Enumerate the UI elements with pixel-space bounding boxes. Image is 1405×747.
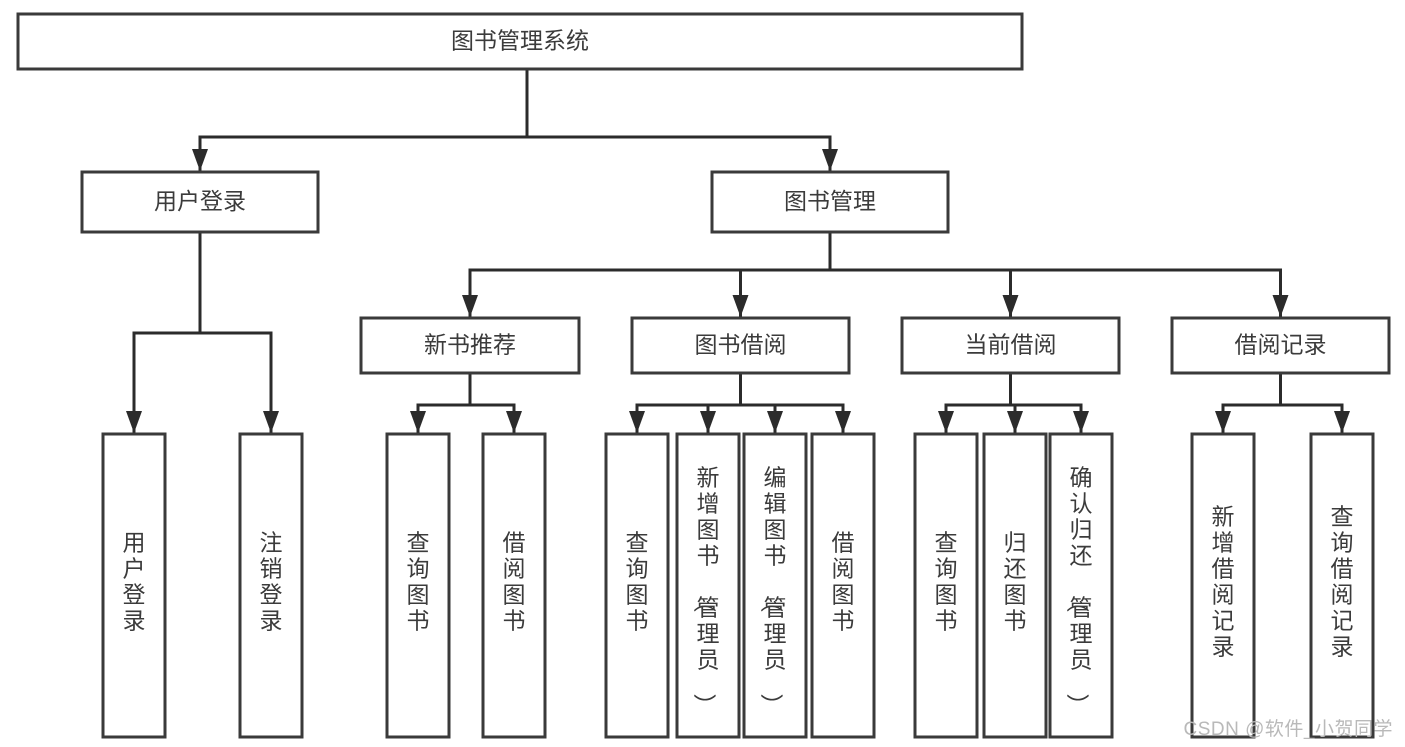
node-label-leaf-add-book: 新增图书（管理员） [692, 465, 720, 717]
node-leaf-user-login[interactable]: 用户登录 [101, 432, 167, 739]
arrowhead-to-leaf-confirm-return [1073, 411, 1089, 433]
node-label-user-login: 用户登录 [154, 188, 246, 214]
node-leaf-confirm-return[interactable]: 确认归还（管理员） [1048, 432, 1114, 739]
node-box-leaf-edit-book [742, 432, 808, 739]
node-label-leaf-query-book-3: 查询图书 [935, 530, 958, 634]
node-label-leaf-query-book-2: 查询图书 [626, 530, 649, 634]
node-box-leaf-add-borrow-record [1190, 432, 1256, 739]
arrowhead-to-user-login [192, 149, 208, 171]
node-box-leaf-query-book-1 [385, 432, 451, 739]
node-box-user-login [80, 170, 320, 234]
node-box-book-borrow [630, 316, 851, 375]
arrowhead-to-leaf-return-book [1007, 411, 1023, 433]
node-leaf-user-logout[interactable]: 注销登录 [238, 432, 304, 739]
connectors-layer [126, 67, 1350, 434]
node-label-current-borrow: 当前借阅 [965, 332, 1057, 358]
arrowhead-to-leaf-query-borrow-record [1334, 411, 1350, 433]
arrowhead-to-leaf-borrow-book-2 [835, 411, 851, 433]
arrowhead-to-new-book-recommend [462, 295, 478, 317]
arrowhead-to-book-manage [822, 149, 838, 171]
node-leaf-query-book-1[interactable]: 查询图书 [385, 432, 451, 739]
arrowhead-to-leaf-user-logout [263, 411, 279, 433]
node-root[interactable]: 图书管理系统 [16, 12, 1024, 71]
node-leaf-edit-book[interactable]: 编辑图书（管理员） [742, 432, 808, 739]
arrowhead-to-current-borrow [1002, 295, 1019, 317]
node-box-root [16, 12, 1024, 71]
node-label-leaf-confirm-return: 确认归还（管理员） [1065, 465, 1093, 717]
node-box-leaf-query-borrow-record [1309, 432, 1375, 739]
node-book-borrow[interactable]: 图书借阅 [630, 316, 851, 375]
node-box-current-borrow [900, 316, 1121, 375]
node-label-leaf-user-login: 用户登录 [123, 530, 146, 634]
arrowhead-to-leaf-add-borrow-record [1215, 411, 1231, 433]
node-label-book-borrow: 图书借阅 [695, 332, 787, 358]
node-label-leaf-query-borrow-record: 查询借阅记录 [1331, 504, 1354, 660]
node-label-leaf-user-logout: 注销登录 [260, 530, 283, 634]
arrowhead-to-leaf-query-book-3 [938, 411, 954, 433]
arrowhead-to-leaf-add-book [700, 411, 716, 433]
node-book-manage[interactable]: 图书管理 [710, 170, 950, 234]
arrowhead-to-book-borrow [732, 295, 749, 317]
arrowhead-to-leaf-query-book-2 [629, 411, 645, 433]
node-new-book-recommend[interactable]: 新书推荐 [359, 316, 581, 375]
node-box-borrow-record [1170, 316, 1391, 375]
node-box-leaf-borrow-book-1 [481, 432, 547, 739]
node-label-leaf-return-book: 归还图书 [1004, 530, 1027, 634]
node-label-borrow-record: 借阅记录 [1235, 332, 1327, 358]
node-box-leaf-return-book [982, 432, 1048, 739]
node-box-new-book-recommend [359, 316, 581, 375]
arrowhead-to-leaf-edit-book [767, 411, 783, 433]
arrowhead-to-leaf-borrow-book-1 [506, 411, 522, 433]
nodes-layer: 图书管理系统用户登录图书管理新书推荐图书借阅当前借阅借阅记录用户登录注销登录查询… [16, 12, 1391, 739]
node-user-login[interactable]: 用户登录 [80, 170, 320, 234]
node-current-borrow[interactable]: 当前借阅 [900, 316, 1121, 375]
node-leaf-add-borrow-record[interactable]: 新增借阅记录 [1190, 432, 1256, 739]
node-label-leaf-borrow-book-2: 借阅图书 [832, 530, 855, 634]
node-label-leaf-borrow-book-1: 借阅图书 [503, 530, 526, 634]
arrowhead-to-leaf-query-book-1 [410, 411, 426, 433]
node-box-leaf-user-login [101, 432, 167, 739]
node-leaf-query-book-3[interactable]: 查询图书 [913, 432, 979, 739]
node-label-leaf-edit-book: 编辑图书（管理员） [759, 465, 787, 717]
node-borrow-record[interactable]: 借阅记录 [1170, 316, 1391, 375]
node-box-leaf-add-book [675, 432, 741, 739]
node-label-root: 图书管理系统 [451, 28, 589, 54]
node-label-new-book-recommend: 新书推荐 [424, 332, 516, 358]
node-leaf-borrow-book-2[interactable]: 借阅图书 [810, 432, 876, 739]
node-label-book-manage: 图书管理 [784, 188, 876, 214]
node-label-leaf-query-book-1: 查询图书 [407, 530, 430, 634]
node-leaf-add-book[interactable]: 新增图书（管理员） [675, 432, 741, 739]
node-box-book-manage [710, 170, 950, 234]
node-box-leaf-borrow-book-2 [810, 432, 876, 739]
node-leaf-query-borrow-record[interactable]: 查询借阅记录 [1309, 432, 1375, 739]
node-leaf-query-book-2[interactable]: 查询图书 [604, 432, 670, 739]
arrowhead-to-borrow-record [1272, 295, 1289, 317]
node-label-leaf-add-borrow-record: 新增借阅记录 [1212, 504, 1235, 660]
node-box-leaf-query-book-2 [604, 432, 670, 739]
node-box-leaf-query-book-3 [913, 432, 979, 739]
node-leaf-borrow-book-1[interactable]: 借阅图书 [481, 432, 547, 739]
node-leaf-return-book[interactable]: 归还图书 [982, 432, 1048, 739]
node-box-leaf-confirm-return [1048, 432, 1114, 739]
node-box-leaf-user-logout [238, 432, 304, 739]
arrowhead-to-leaf-user-login [126, 411, 142, 433]
